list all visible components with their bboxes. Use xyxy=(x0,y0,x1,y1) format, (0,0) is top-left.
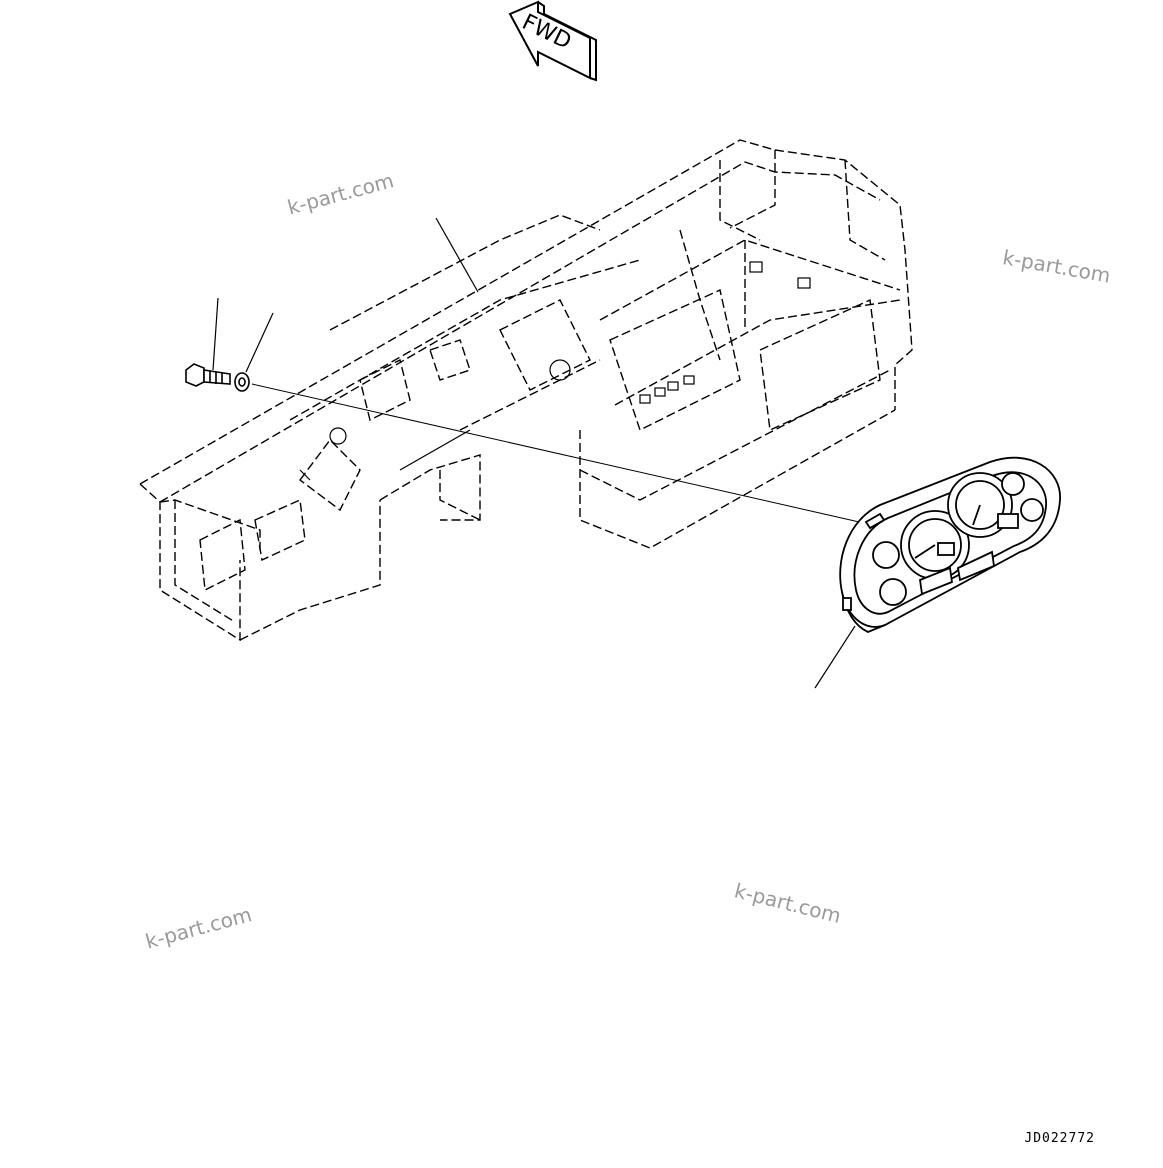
assembly-line xyxy=(251,383,869,525)
fwd-direction-indicator: FWD xyxy=(508,0,597,82)
leader-lines xyxy=(212,217,856,689)
dashboard-frame xyxy=(139,139,913,642)
document-id: JD022772 xyxy=(1024,1131,1095,1146)
washer-icon xyxy=(234,372,250,392)
frame-details xyxy=(299,261,811,481)
instrument-cluster xyxy=(839,456,1061,633)
bolt-icon xyxy=(185,363,231,387)
